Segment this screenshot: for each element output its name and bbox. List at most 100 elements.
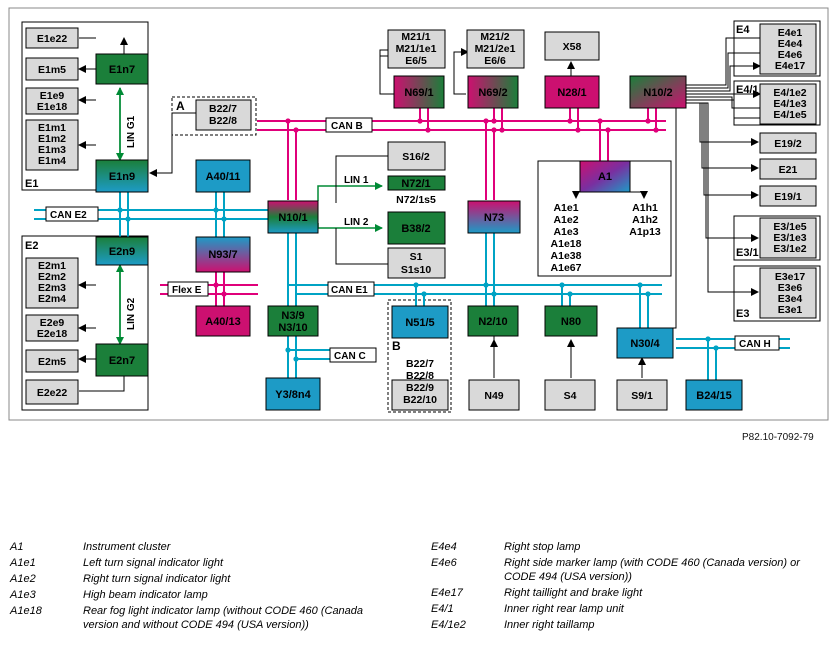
comp-e2m3: E2m3 xyxy=(38,282,66,294)
module-n93-7 xyxy=(195,236,251,273)
legend-code: A1 xyxy=(10,541,24,553)
comp-e3e1: E3e1 xyxy=(778,304,803,316)
comp-a1h1: A1h1 xyxy=(632,202,658,214)
module-n69-1-label: N69/1 xyxy=(404,87,433,99)
comp-e1e9: E1e9 xyxy=(40,90,65,102)
comp-e3-1e2: E3/1e2 xyxy=(773,243,806,255)
comp-m21-2e1: M21/2e1 xyxy=(475,43,516,55)
legend-item: A1e3 High beam indicator lamp xyxy=(10,589,398,602)
comp-e4e4: E4e4 xyxy=(778,38,803,50)
comp-e4e17: E4e17 xyxy=(775,60,806,72)
lin-1-label: LIN 1 xyxy=(344,175,369,186)
legend-desc: Right stop lamp xyxy=(504,541,581,553)
comp-e3e4: E3e4 xyxy=(778,293,803,305)
comp-a1p13: A1p13 xyxy=(629,226,661,238)
can-h-label: CAN H xyxy=(739,339,771,350)
comp-e21: E21 xyxy=(779,164,798,176)
comp-s4: S4 xyxy=(564,390,577,402)
comp-b-b22-8: B22/8 xyxy=(406,370,434,382)
comp-e4e6: E4e6 xyxy=(778,49,803,61)
legend-code: A1e1 xyxy=(10,557,36,570)
legend-item: E4e4 Right stop lamp xyxy=(431,541,831,554)
group-e1-label: E1 xyxy=(25,178,38,190)
comp-n72-1s5: N72/1s5 xyxy=(396,194,436,206)
legend-code: E4/1 xyxy=(431,602,454,615)
comp-a1h2: A1h2 xyxy=(632,214,658,226)
comp-n49: N49 xyxy=(484,390,503,402)
module-n73 xyxy=(467,200,521,234)
module-b38-2-label: B38/2 xyxy=(401,223,430,235)
comp-e4-1e3: E4/1e3 xyxy=(773,98,806,110)
module-e1n7 xyxy=(95,53,149,85)
module-n10-2 xyxy=(629,75,687,109)
lin-g1-label: LIN G1 xyxy=(126,115,137,148)
group-e4-1-label: E4/1 xyxy=(736,84,759,96)
legend-code: A1e3 xyxy=(10,589,36,602)
module-a1-label: A1 xyxy=(598,171,612,183)
module-n3-9 xyxy=(267,305,319,337)
module-n2-10-label: N2/10 xyxy=(478,316,507,328)
comp-e19-1: E19/1 xyxy=(774,191,802,203)
comp-s16-2: S16/2 xyxy=(402,151,430,163)
legend-desc: Right turn signal indicator light xyxy=(83,573,231,586)
legend-desc: Rear fog light indicator lamp (without C… xyxy=(83,605,364,631)
legend-code: E4e6 xyxy=(431,557,457,570)
comp-a1e67: A1e67 xyxy=(551,262,582,274)
lin-g2-label: LIN G2 xyxy=(126,297,137,330)
module-y3-8n4-label: Y3/8n4 xyxy=(275,389,311,401)
comp-e1m5: E1m5 xyxy=(38,64,66,76)
module-n69-2-label: N69/2 xyxy=(478,87,507,99)
legend-desc: High beam indicator lamp xyxy=(83,589,208,602)
comp-e1m4: E1m4 xyxy=(38,155,66,167)
comp-b-b22-9: B22/9 xyxy=(406,382,434,394)
module-n72-1 xyxy=(387,175,446,191)
comp-e3-1e5: E3/1e5 xyxy=(773,221,806,233)
module-a40-13 xyxy=(195,305,251,337)
comp-a1e2: A1e2 xyxy=(553,214,578,226)
comp-e3-1e3: E3/1e3 xyxy=(773,232,806,244)
comp-b-b22-10: B22/10 xyxy=(403,394,437,406)
legend-code: E4e17 xyxy=(431,586,463,599)
comp-a1e1: A1e1 xyxy=(553,202,578,214)
group-b-frame xyxy=(387,299,452,413)
module-n30-4-label: N30/4 xyxy=(630,338,660,350)
comp-e3e17: E3e17 xyxy=(775,271,806,283)
comp-s9-1: S9/1 xyxy=(631,390,653,402)
legend-desc: Instrument cluster xyxy=(83,541,171,553)
comp-e2e18: E2e18 xyxy=(37,328,68,340)
module-n28-1 xyxy=(544,75,600,109)
comp-b-b22-7: B22/7 xyxy=(406,358,434,370)
comp-e2m4: E2m4 xyxy=(38,293,66,305)
can-b-label: CAN B xyxy=(331,121,363,132)
group-e3-1-label: E3/1 xyxy=(736,247,759,259)
module-a40-11-label: A40/11 xyxy=(206,171,241,183)
module-n80 xyxy=(544,305,598,337)
module-n10-2-label: N10/2 xyxy=(643,87,672,99)
comp-m21-1: M21/1 xyxy=(401,31,430,43)
comp-e1m1: E1m1 xyxy=(38,122,66,134)
module-e1n7-label: E1n7 xyxy=(109,64,135,76)
module-n28-1-label: N28/1 xyxy=(557,87,586,99)
module-n93-7-label: N93/7 xyxy=(208,249,237,261)
comp-m21-2: M21/2 xyxy=(480,31,509,43)
can-b-bus xyxy=(257,108,666,200)
module-e2n9-label: E2n9 xyxy=(109,246,135,258)
comp-e19-2: E19/2 xyxy=(774,138,802,150)
module-a40-11 xyxy=(195,159,251,193)
module-a40-13-label: A40/13 xyxy=(205,316,240,328)
comp-a-b22-7: B22/7 xyxy=(209,103,237,115)
module-n80-label: N80 xyxy=(561,316,581,328)
lin-2-label: LIN 2 xyxy=(344,217,369,228)
legend-code: E4e4 xyxy=(431,541,457,553)
comp-e6-6: E6/6 xyxy=(484,55,506,67)
group-a-label: A xyxy=(176,99,185,113)
comp-a1e18: A1e18 xyxy=(551,238,582,250)
module-n10-1 xyxy=(267,200,319,234)
module-n73-label: N73 xyxy=(484,212,504,224)
group-e4-label: E4 xyxy=(736,24,750,36)
network-wiring-diagram: E1 E2 E4 E4/1 E3/1 E3 A B CAN B xyxy=(8,7,829,421)
